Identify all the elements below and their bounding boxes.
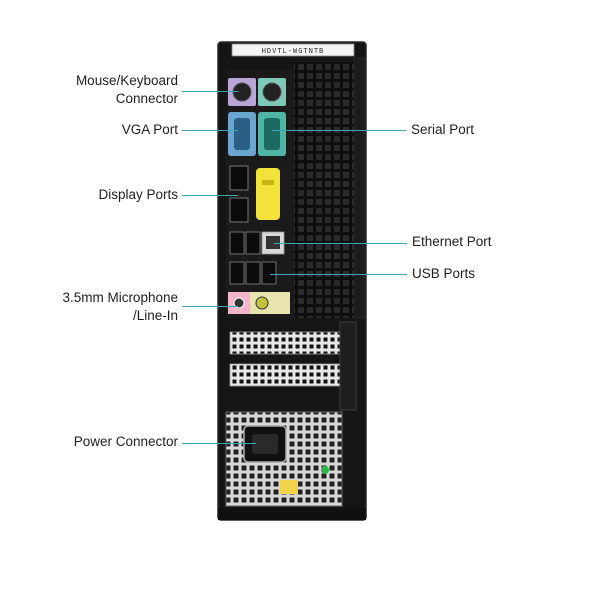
ps2-keyboard-socket: [262, 82, 282, 102]
line-out-jack: [255, 296, 269, 310]
vga-socket: [234, 118, 250, 150]
mic-jack: [233, 297, 245, 309]
callout-ethernet-port: Ethernet Port: [412, 234, 492, 249]
warning-sticker: [256, 168, 280, 220]
leader-serial-port: [272, 130, 406, 131]
psu-label: [280, 480, 298, 494]
psu-led: [321, 466, 329, 474]
expansion-slot-2: [229, 363, 341, 387]
leader-ethernet-port: [274, 243, 407, 244]
sticker-mark: [262, 180, 274, 185]
ps2-mouse-socket: [232, 82, 252, 102]
callout-power-connector: Power Connector: [73, 434, 178, 449]
chassis-top-strip: [231, 43, 355, 57]
vent-grille: [294, 62, 354, 318]
leader-microphone: [182, 306, 238, 307]
displayport-2: [229, 197, 249, 223]
slot-bracket: [339, 321, 357, 411]
usb-port-3: [229, 261, 245, 285]
leader-power-connector: [182, 443, 256, 444]
callout-display-ports: Display Ports: [98, 187, 178, 202]
power-connector-pins: [252, 434, 278, 454]
displayport-1: [229, 165, 249, 191]
side-latch: [353, 57, 365, 319]
serial-socket: [264, 118, 280, 150]
expansion-slot-1: [229, 331, 341, 355]
chassis-bottom: [218, 508, 366, 520]
callout-serial-port: Serial Port: [411, 122, 475, 137]
leader-mouse-keyboard: [182, 91, 238, 92]
usb-port-1: [229, 231, 245, 255]
callout-mouse-keyboard: Mouse/Keyboard Connector: [75, 73, 178, 106]
usb-port-5: [261, 261, 277, 285]
leader-vga-port: [182, 130, 238, 131]
chassis-serial-label: HDVTL-WGTNTB: [262, 47, 325, 55]
callout-vga-port: VGA Port: [121, 122, 178, 137]
ethernet-socket: [266, 236, 280, 249]
leader-display-ports: [182, 195, 238, 196]
usb-port-4: [245, 261, 261, 285]
leader-usb-ports: [270, 274, 407, 275]
usb-port-2: [245, 231, 261, 255]
callout-usb-ports: USB Ports: [412, 266, 476, 281]
callout-microphone: 3.5mm Microphone /Line-In: [62, 290, 178, 323]
